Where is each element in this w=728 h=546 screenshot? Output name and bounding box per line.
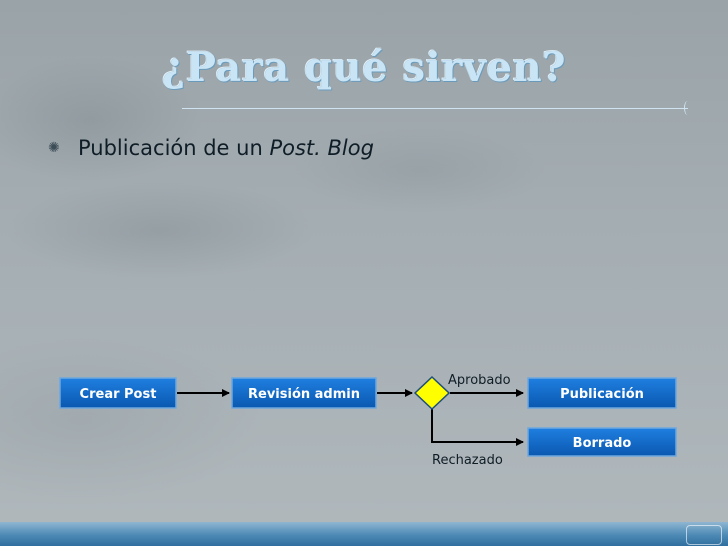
node-decision <box>413 375 451 411</box>
bullet-text-emphasis: Post. Blog <box>269 136 374 160</box>
bullet-icon: ✺ <box>48 140 60 156</box>
edge-label-rechazado: Rechazado <box>432 453 503 468</box>
node-borrado: Borrado <box>527 427 677 457</box>
edge-decision-borrado <box>431 409 524 446</box>
title-underline <box>182 108 688 109</box>
node-publicacion: Publicación <box>527 377 677 409</box>
node-publicacion-label: Publicación <box>560 387 644 402</box>
footer-decoration <box>686 525 722 545</box>
bullet-text: Publicación de un Post. Blog <box>78 136 374 160</box>
bullet-text-main: Publicación de un <box>78 136 270 160</box>
node-borrado-label: Borrado <box>573 436 632 451</box>
node-revision-admin-label: Revisión admin <box>248 387 360 402</box>
footer-bar <box>0 522 728 546</box>
slide-title: ¿Para qué sirven? <box>161 44 567 91</box>
title-underline-cap <box>684 101 691 115</box>
node-revision-admin: Revisión admin <box>231 377 377 409</box>
node-crear-post: Crear Post <box>59 377 177 409</box>
node-crear-post-label: Crear Post <box>80 387 157 402</box>
edge-label-aprobado: Aprobado <box>448 373 511 388</box>
bullet-item: ✺ Publicación de un Post. Blog <box>48 136 374 160</box>
